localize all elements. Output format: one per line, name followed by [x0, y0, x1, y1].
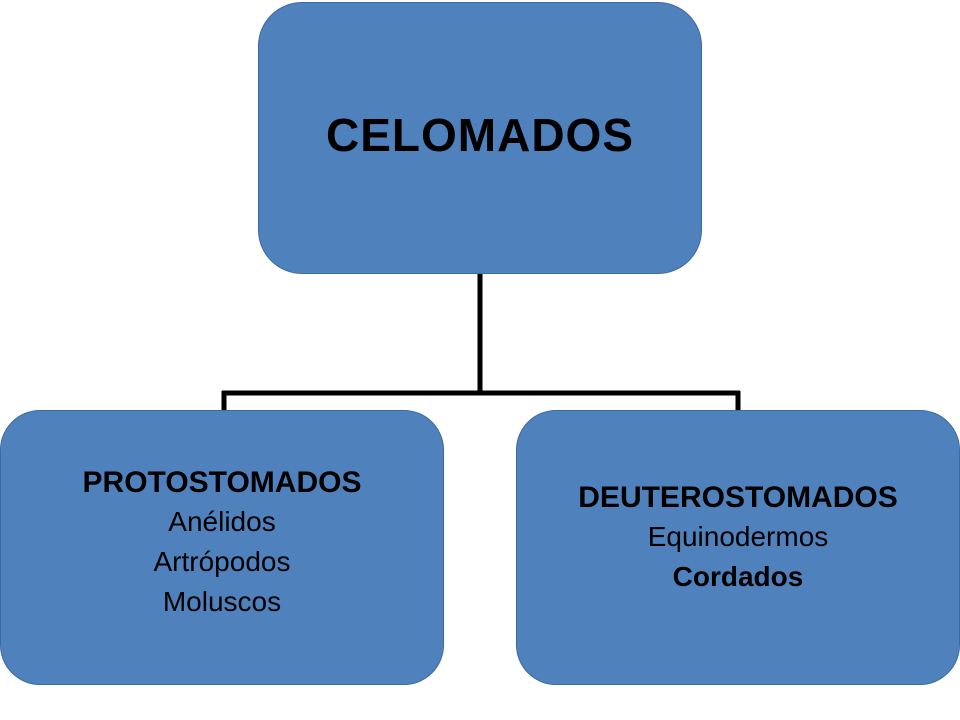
child-node-content: PROTOSTOMADOS Anélidos Artrópodos Molusc… — [83, 464, 362, 622]
child-node-deuterostomados: DEUTEROSTOMADOS Equinodermos Cordados — [516, 410, 960, 685]
list-item: Moluscos — [162, 585, 282, 617]
child-node-label: DEUTEROSTOMADOS — [578, 480, 898, 514]
child-node-protostomados: PROTOSTOMADOS Anélidos Artrópodos Molusc… — [0, 410, 444, 685]
child-node-label: PROTOSTOMADOS — [82, 465, 362, 499]
root-node-celomados: CELOMADOS — [258, 2, 702, 274]
list-item: Artrópodos — [153, 545, 291, 577]
child-node-content: DEUTEROSTOMADOS Equinodermos Cordados — [578, 479, 897, 597]
root-node-label: CELOMADOS — [326, 109, 634, 161]
list-item: Equinodermos — [647, 520, 829, 552]
list-item: Anélidos — [168, 505, 276, 537]
list-item: Cordados — [672, 560, 804, 592]
